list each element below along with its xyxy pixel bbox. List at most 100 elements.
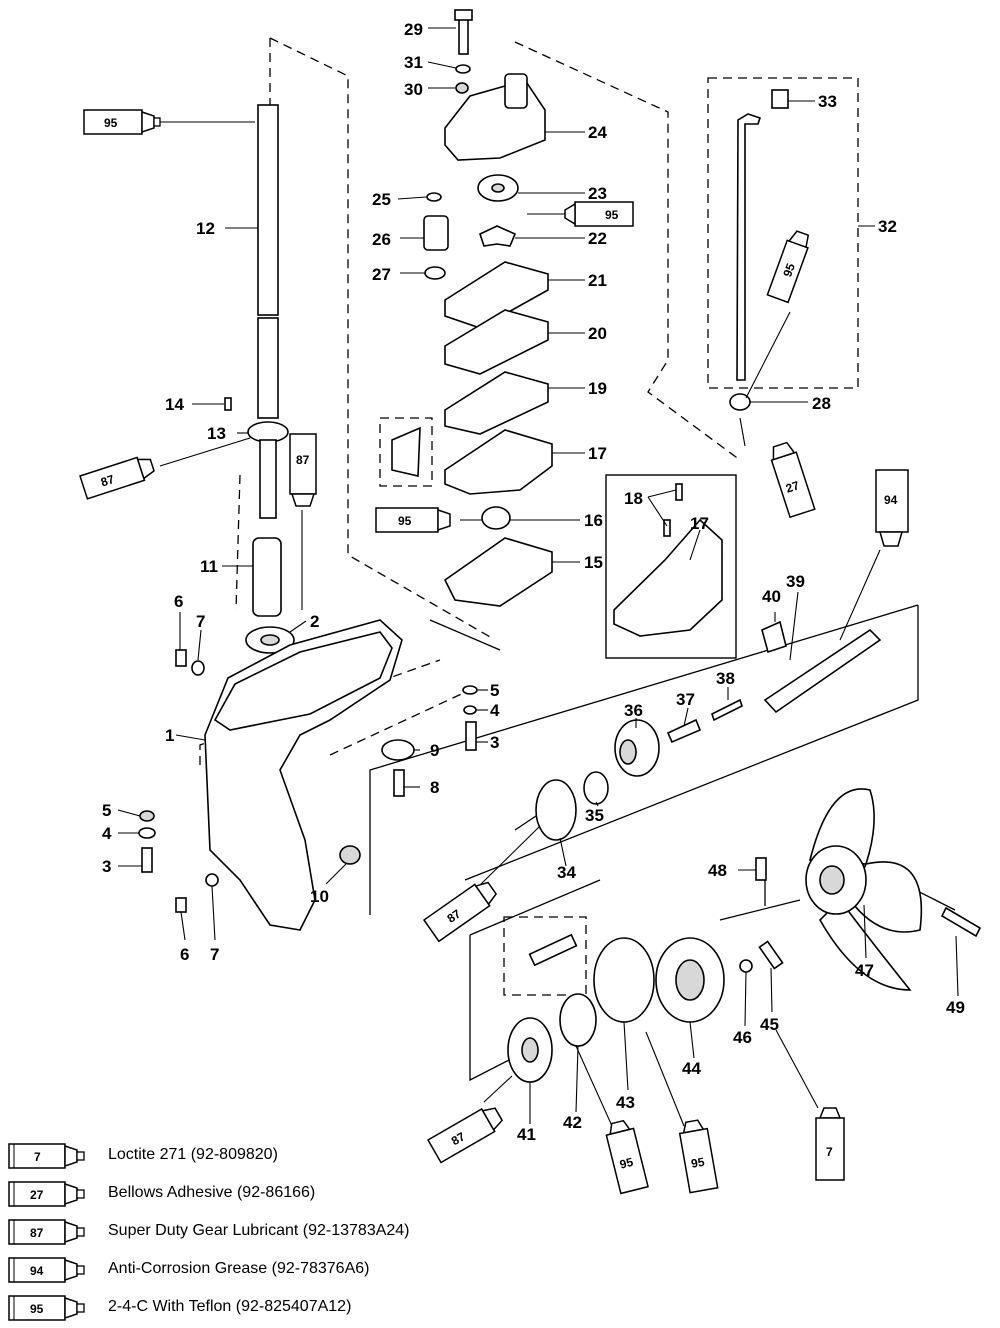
svg-text:27: 27 bbox=[30, 1188, 44, 1202]
svg-text:7: 7 bbox=[34, 1150, 41, 1164]
callout-46: 46 bbox=[733, 1028, 752, 1047]
legend-label: Bellows Adhesive (92-86166) bbox=[108, 1184, 316, 1201]
callout-48: 48 bbox=[708, 861, 727, 880]
legend-row-7: 7 Loctite 271 (92-809820) bbox=[8, 1138, 568, 1176]
lubricant-tubes: 95 95 95 87 87 95 bbox=[79, 109, 909, 1195]
callout-26: 26 bbox=[372, 230, 391, 249]
callout-7-upper: 7 bbox=[196, 612, 205, 631]
callout-35: 35 bbox=[585, 806, 604, 825]
tube-95-bearing-42: 95 bbox=[605, 1119, 649, 1195]
tube-icon: 87 bbox=[8, 1219, 85, 1245]
legend-row-27: 27 Bellows Adhesive (92-86166) bbox=[8, 1176, 568, 1214]
legend-label: Loctite 271 (92-809820) bbox=[108, 1146, 278, 1163]
callout-3-right: 3 bbox=[490, 733, 499, 752]
callout-43: 43 bbox=[616, 1093, 635, 1112]
legend-label: Anti-Corrosion Grease (92-78376A6) bbox=[108, 1260, 370, 1277]
svg-text:87: 87 bbox=[296, 453, 310, 467]
callout-31: 31 bbox=[404, 53, 423, 72]
callout-24: 24 bbox=[588, 123, 607, 142]
svg-text:87: 87 bbox=[449, 1129, 468, 1148]
callout-32: 32 bbox=[878, 217, 897, 236]
callout-49: 49 bbox=[946, 998, 965, 1017]
callout-28: 28 bbox=[812, 394, 831, 413]
svg-text:94: 94 bbox=[30, 1264, 44, 1278]
callout-44: 44 bbox=[682, 1059, 701, 1078]
callout-38: 38 bbox=[716, 669, 735, 688]
callout-39: 39 bbox=[786, 572, 805, 591]
svg-text:87: 87 bbox=[99, 472, 116, 490]
callout-17: 17 bbox=[588, 444, 607, 463]
svg-text:87: 87 bbox=[30, 1226, 44, 1240]
legend-row-95: 95 2-4-C With Teflon (92-825407A12) bbox=[8, 1290, 568, 1328]
callout-33: 33 bbox=[818, 92, 837, 111]
svg-text:95: 95 bbox=[104, 116, 118, 130]
svg-text:27: 27 bbox=[784, 478, 801, 496]
legend-row-87: 87 Super Duty Gear Lubricant (92-13783A2… bbox=[8, 1214, 568, 1252]
callout-10: 10 bbox=[310, 887, 329, 906]
callout-2: 2 bbox=[310, 612, 319, 631]
tube-icon: 7 bbox=[8, 1143, 85, 1169]
svg-text:95: 95 bbox=[690, 1155, 706, 1171]
tube-95-impeller: 95 bbox=[564, 201, 634, 227]
callout-45: 45 bbox=[760, 1015, 779, 1034]
tube-icon: 27 bbox=[8, 1181, 85, 1207]
callout-25: 25 bbox=[372, 190, 391, 209]
leader-lines bbox=[117, 27, 959, 1124]
callout-14: 14 bbox=[165, 395, 184, 414]
callout-11: 11 bbox=[200, 557, 218, 576]
svg-text:95: 95 bbox=[618, 1155, 635, 1172]
callout-42: 42 bbox=[563, 1113, 582, 1132]
lubricant-legend: 7 Loctite 271 (92-809820) 27 Bellows Adh… bbox=[8, 1138, 568, 1328]
svg-text:95: 95 bbox=[780, 261, 798, 279]
legend-label: Super Duty Gear Lubricant (92-13783A24) bbox=[108, 1222, 410, 1239]
tube-icon: 95 bbox=[8, 1295, 85, 1321]
callout-4-left: 4 bbox=[102, 824, 112, 843]
callout-27: 27 bbox=[372, 265, 391, 284]
tube-icon: 94 bbox=[8, 1257, 85, 1283]
legend-row-94: 94 Anti-Corrosion Grease (92-78376A6) bbox=[8, 1252, 568, 1290]
callout-41: 41 bbox=[517, 1125, 536, 1144]
callout-16: 16 bbox=[584, 511, 603, 530]
legend-label: 2-4-C With Teflon (92-825407A12) bbox=[108, 1298, 352, 1315]
tube-leader-lines bbox=[159, 121, 881, 1127]
callout-19: 19 bbox=[588, 379, 607, 398]
callout-34: 34 bbox=[557, 863, 576, 882]
tube-87-bearing-41: 87 bbox=[426, 1107, 504, 1164]
callout-12: 12 bbox=[196, 219, 215, 238]
tube-94-propshaft: 94 bbox=[875, 469, 909, 547]
callout-4-right: 4 bbox=[490, 701, 500, 720]
callout-9: 9 bbox=[430, 741, 439, 760]
tube-95-bearing: 95 bbox=[375, 507, 451, 533]
callout-18: 18 bbox=[624, 489, 643, 508]
callout-23: 23 bbox=[588, 184, 607, 203]
callout-21: 21 bbox=[588, 271, 607, 290]
callout-17-inset: 17 bbox=[690, 514, 709, 533]
tube-95-shift-shaft: 95 bbox=[766, 230, 810, 304]
callout-36: 36 bbox=[624, 701, 643, 720]
callout-6-upper: 6 bbox=[174, 592, 183, 611]
tube-87-driveshaft: 87 bbox=[79, 456, 155, 500]
assembly-guide-lines bbox=[199, 37, 956, 1082]
svg-text:94: 94 bbox=[884, 493, 898, 507]
callout-40: 40 bbox=[762, 587, 781, 606]
svg-text:95: 95 bbox=[605, 208, 619, 222]
svg-text:95: 95 bbox=[398, 514, 412, 528]
tube-95-driveshaft: 95 bbox=[83, 109, 161, 135]
callout-3-left: 3 bbox=[102, 857, 111, 876]
callout-1: 1 bbox=[165, 726, 174, 745]
callout-numbers: 29 31 30 24 25 23 26 22 27 21 20 19 17 1… bbox=[102, 20, 965, 1144]
callout-7-lower: 7 bbox=[210, 945, 219, 964]
svg-text:95: 95 bbox=[30, 1302, 44, 1316]
callout-20: 20 bbox=[588, 324, 607, 343]
tube-27-bellows: 27 bbox=[770, 441, 816, 519]
callout-47: 47 bbox=[855, 961, 874, 980]
callout-37: 37 bbox=[676, 690, 695, 709]
callout-15: 15 bbox=[584, 553, 603, 572]
tube-87-bearing-34: 87 bbox=[422, 881, 498, 943]
tube-95-oring-43: 95 bbox=[678, 1119, 719, 1194]
tube-87-vertical: 87 bbox=[289, 433, 317, 507]
callout-8: 8 bbox=[430, 778, 439, 797]
callout-13: 13 bbox=[207, 424, 226, 443]
parts-artwork bbox=[138, 9, 982, 1083]
svg-text:7: 7 bbox=[826, 1145, 833, 1159]
